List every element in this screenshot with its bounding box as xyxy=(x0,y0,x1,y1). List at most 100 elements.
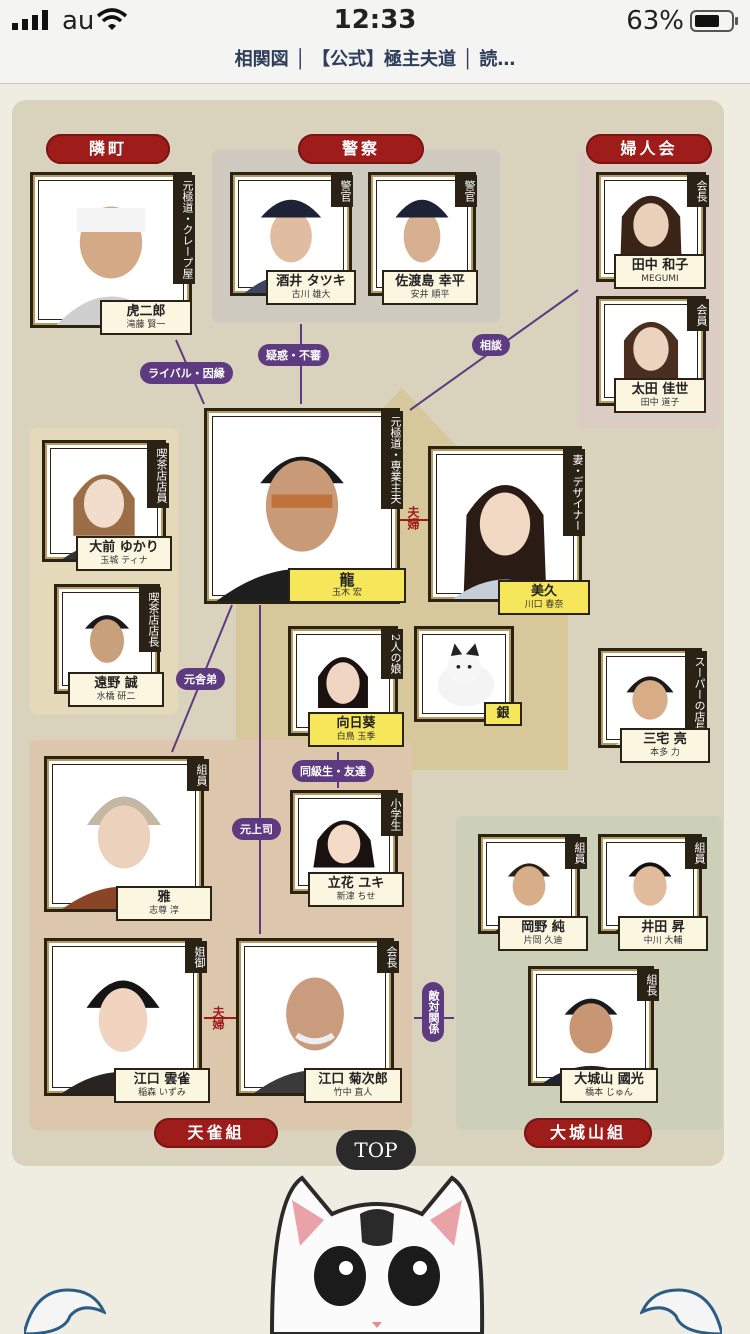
character-name: 立花 ユキ xyxy=(327,876,385,891)
role-label: スーパーの店長 xyxy=(685,651,707,738)
role-label: 会長 xyxy=(687,175,709,207)
actor-name: 本多 力 xyxy=(650,748,680,758)
portrait-photo xyxy=(428,446,582,602)
relation-couple2: 夫婦 xyxy=(211,1006,225,1030)
character-name: 太田 佳世 xyxy=(631,382,689,397)
character-name: 岡野 純 xyxy=(521,920,565,935)
actor-name: 川口 春奈 xyxy=(524,600,564,610)
character-card-tanaka[interactable]: 会長 田中 和子 MEGUMI xyxy=(596,172,712,290)
name-tag: 向日葵 白鳥 玉季 xyxy=(308,712,404,747)
actor-name: 竹中 直人 xyxy=(333,1088,373,1098)
role-label: 喫茶店店員 xyxy=(147,443,169,508)
relation-rival: ライバル・因縁 xyxy=(140,362,233,384)
actor-name: 古川 雄大 xyxy=(291,290,331,300)
role-label: 組員 xyxy=(187,759,209,791)
portrait-icon xyxy=(453,485,557,599)
role-label: 喫茶店店長 xyxy=(139,587,161,652)
name-tag: 美久 川口 春奈 xyxy=(498,580,590,615)
character-card-tatsu[interactable]: 元極道・専業主夫 龍 玉木 宏 xyxy=(204,408,406,620)
clock: 12:33 xyxy=(333,5,417,35)
character-name: 遠野 誠 xyxy=(94,676,138,691)
character-name: 酒井 タツキ xyxy=(276,274,346,289)
character-card-tachibana[interactable]: 小学生 立花 ユキ 新津 ちせ xyxy=(290,790,406,912)
actor-name: 中川 大輔 xyxy=(643,936,683,946)
character-name: 向日葵 xyxy=(336,716,376,731)
character-name: 江口 雲雀 xyxy=(133,1072,191,1087)
actor-name: 橋本 じゅん xyxy=(585,1088,633,1098)
name-tag: 井田 昇 中川 大輔 xyxy=(618,916,708,951)
character-name: 三宅 亮 xyxy=(643,732,687,747)
role-label: 会長 xyxy=(377,941,399,973)
relation-couple1: 夫婦 xyxy=(406,506,420,530)
character-card-toraj[interactable]: 元極道・クレープ屋 虎二郎 滝藤 賢一 xyxy=(30,172,198,340)
character-card-sadojima[interactable]: 警官 佐渡島 幸平 安井 順平 xyxy=(368,172,480,308)
name-tag: 立花 ユキ 新津 ちせ xyxy=(308,872,404,907)
role-label: 組長 xyxy=(637,969,659,1001)
name-tag: 大前 ゆかり 玉城 ティナ xyxy=(76,536,172,571)
name-tag: 江口 菊次郎 竹中 直人 xyxy=(304,1068,402,1103)
name-tag: 龍 玉木 宏 xyxy=(288,568,406,603)
battery-icon xyxy=(690,10,738,32)
character-card-miku[interactable]: 妻・デザイナー 美久 川口 春奈 xyxy=(428,446,590,616)
character-name: 江口 菊次郎 xyxy=(318,1072,388,1087)
relation-ex-brother: 元舎弟 xyxy=(176,668,225,690)
name-tag: 虎二郎 滝藤 賢一 xyxy=(100,300,192,335)
character-card-miyake[interactable]: スーパーの店長 三宅 亮 本多 力 xyxy=(598,648,710,770)
relation-suspicion: 疑惑・不審 xyxy=(258,344,329,366)
character-card-sakai[interactable]: 警官 酒井 タツキ 古川 雄大 xyxy=(230,172,356,308)
character-name: 井田 昇 xyxy=(641,920,685,935)
actor-name: 稲森 いずみ xyxy=(138,1088,186,1098)
role-label: 警官 xyxy=(331,175,353,207)
wifi-icon xyxy=(96,8,128,30)
character-name: 銀 xyxy=(496,706,510,721)
name-tag: 江口 雲雀 稲森 いずみ xyxy=(114,1068,210,1103)
group-banner-tenjakugumi: 天雀組 xyxy=(154,1118,278,1148)
carrier-label: au xyxy=(62,6,95,36)
role-label: 元極道・クレープ屋 xyxy=(173,175,195,284)
character-card-mukouhi[interactable]: 2人の娘 向日葵 白鳥 玉季 xyxy=(288,626,406,752)
signal-icon xyxy=(12,10,48,30)
character-card-miyabi[interactable]: 組員 雅 志尊 淳 xyxy=(44,756,212,926)
character-name: 佐渡島 幸平 xyxy=(395,274,465,289)
relation-enemies: 敵対関係 xyxy=(422,982,444,1042)
character-card-toono[interactable]: 喫茶店店長 遠野 誠 水橋 研二 xyxy=(54,584,164,708)
portrait-photo xyxy=(528,966,654,1086)
actor-name: 白鳥 玉季 xyxy=(336,732,376,742)
wave-icon-right xyxy=(640,1288,722,1334)
character-name: 龍 xyxy=(339,571,355,589)
actor-name: 安井 順平 xyxy=(410,290,450,300)
actor-name: 田中 道子 xyxy=(640,398,680,408)
character-card-gin[interactable]: 銀 xyxy=(414,626,522,738)
page-title-bar[interactable]: 相関図 │ 【公式】極主夫道 │ 読… xyxy=(0,40,750,84)
actor-name: 滝藤 賢一 xyxy=(126,320,166,330)
actor-name: 志尊 淳 xyxy=(149,906,179,916)
character-card-oota[interactable]: 会員 太田 佳世 田中 道子 xyxy=(596,296,712,414)
relation-ex-boss: 元上司 xyxy=(232,818,281,840)
actor-name: 新津 ちせ xyxy=(336,892,376,902)
character-name: 田中 和子 xyxy=(631,258,689,273)
character-card-eguchi-u[interactable]: 姐御 江口 雲雀 稲森 いずみ xyxy=(44,938,210,1106)
name-tag: 太田 佳世 田中 道子 xyxy=(614,378,706,413)
portrait-icon xyxy=(543,998,639,1083)
character-name: 雅 xyxy=(157,890,171,905)
role-label: 組員 xyxy=(685,837,707,869)
role-label: 警官 xyxy=(455,175,477,207)
top-button[interactable]: TOP xyxy=(336,1130,416,1170)
role-label: 元極道・専業主夫 xyxy=(381,411,403,509)
status-bar: au 12:33 63% xyxy=(0,0,750,40)
character-card-ida[interactable]: 組員 井田 昇 中川 大輔 xyxy=(598,834,710,956)
role-label: 組員 xyxy=(565,837,587,869)
relation-consult: 相談 xyxy=(472,334,510,356)
actor-name: 片岡 久迪 xyxy=(523,936,563,946)
name-tag: 銀 xyxy=(484,702,522,726)
cat-icon xyxy=(437,643,495,707)
character-card-ooshiroyama[interactable]: 組長 大城山 國光 橋本 じゅん xyxy=(528,966,662,1108)
relation-classmates: 同級生・友達 xyxy=(292,760,374,782)
name-tag: 三宅 亮 本多 力 xyxy=(620,728,710,763)
name-tag: 大城山 國光 橋本 じゅん xyxy=(560,1068,658,1103)
group-banner-rinmachi: 隣町 xyxy=(46,134,170,164)
character-card-eguchi-k[interactable]: 会長 江口 菊次郎 竹中 直人 xyxy=(236,938,402,1106)
character-card-okano[interactable]: 組員 岡野 純 片岡 久迪 xyxy=(478,834,590,956)
actor-name: MEGUMI xyxy=(641,274,679,284)
character-card-oomae[interactable]: 喫茶店店員 大前 ゆかり 玉城 ティナ xyxy=(42,440,172,574)
